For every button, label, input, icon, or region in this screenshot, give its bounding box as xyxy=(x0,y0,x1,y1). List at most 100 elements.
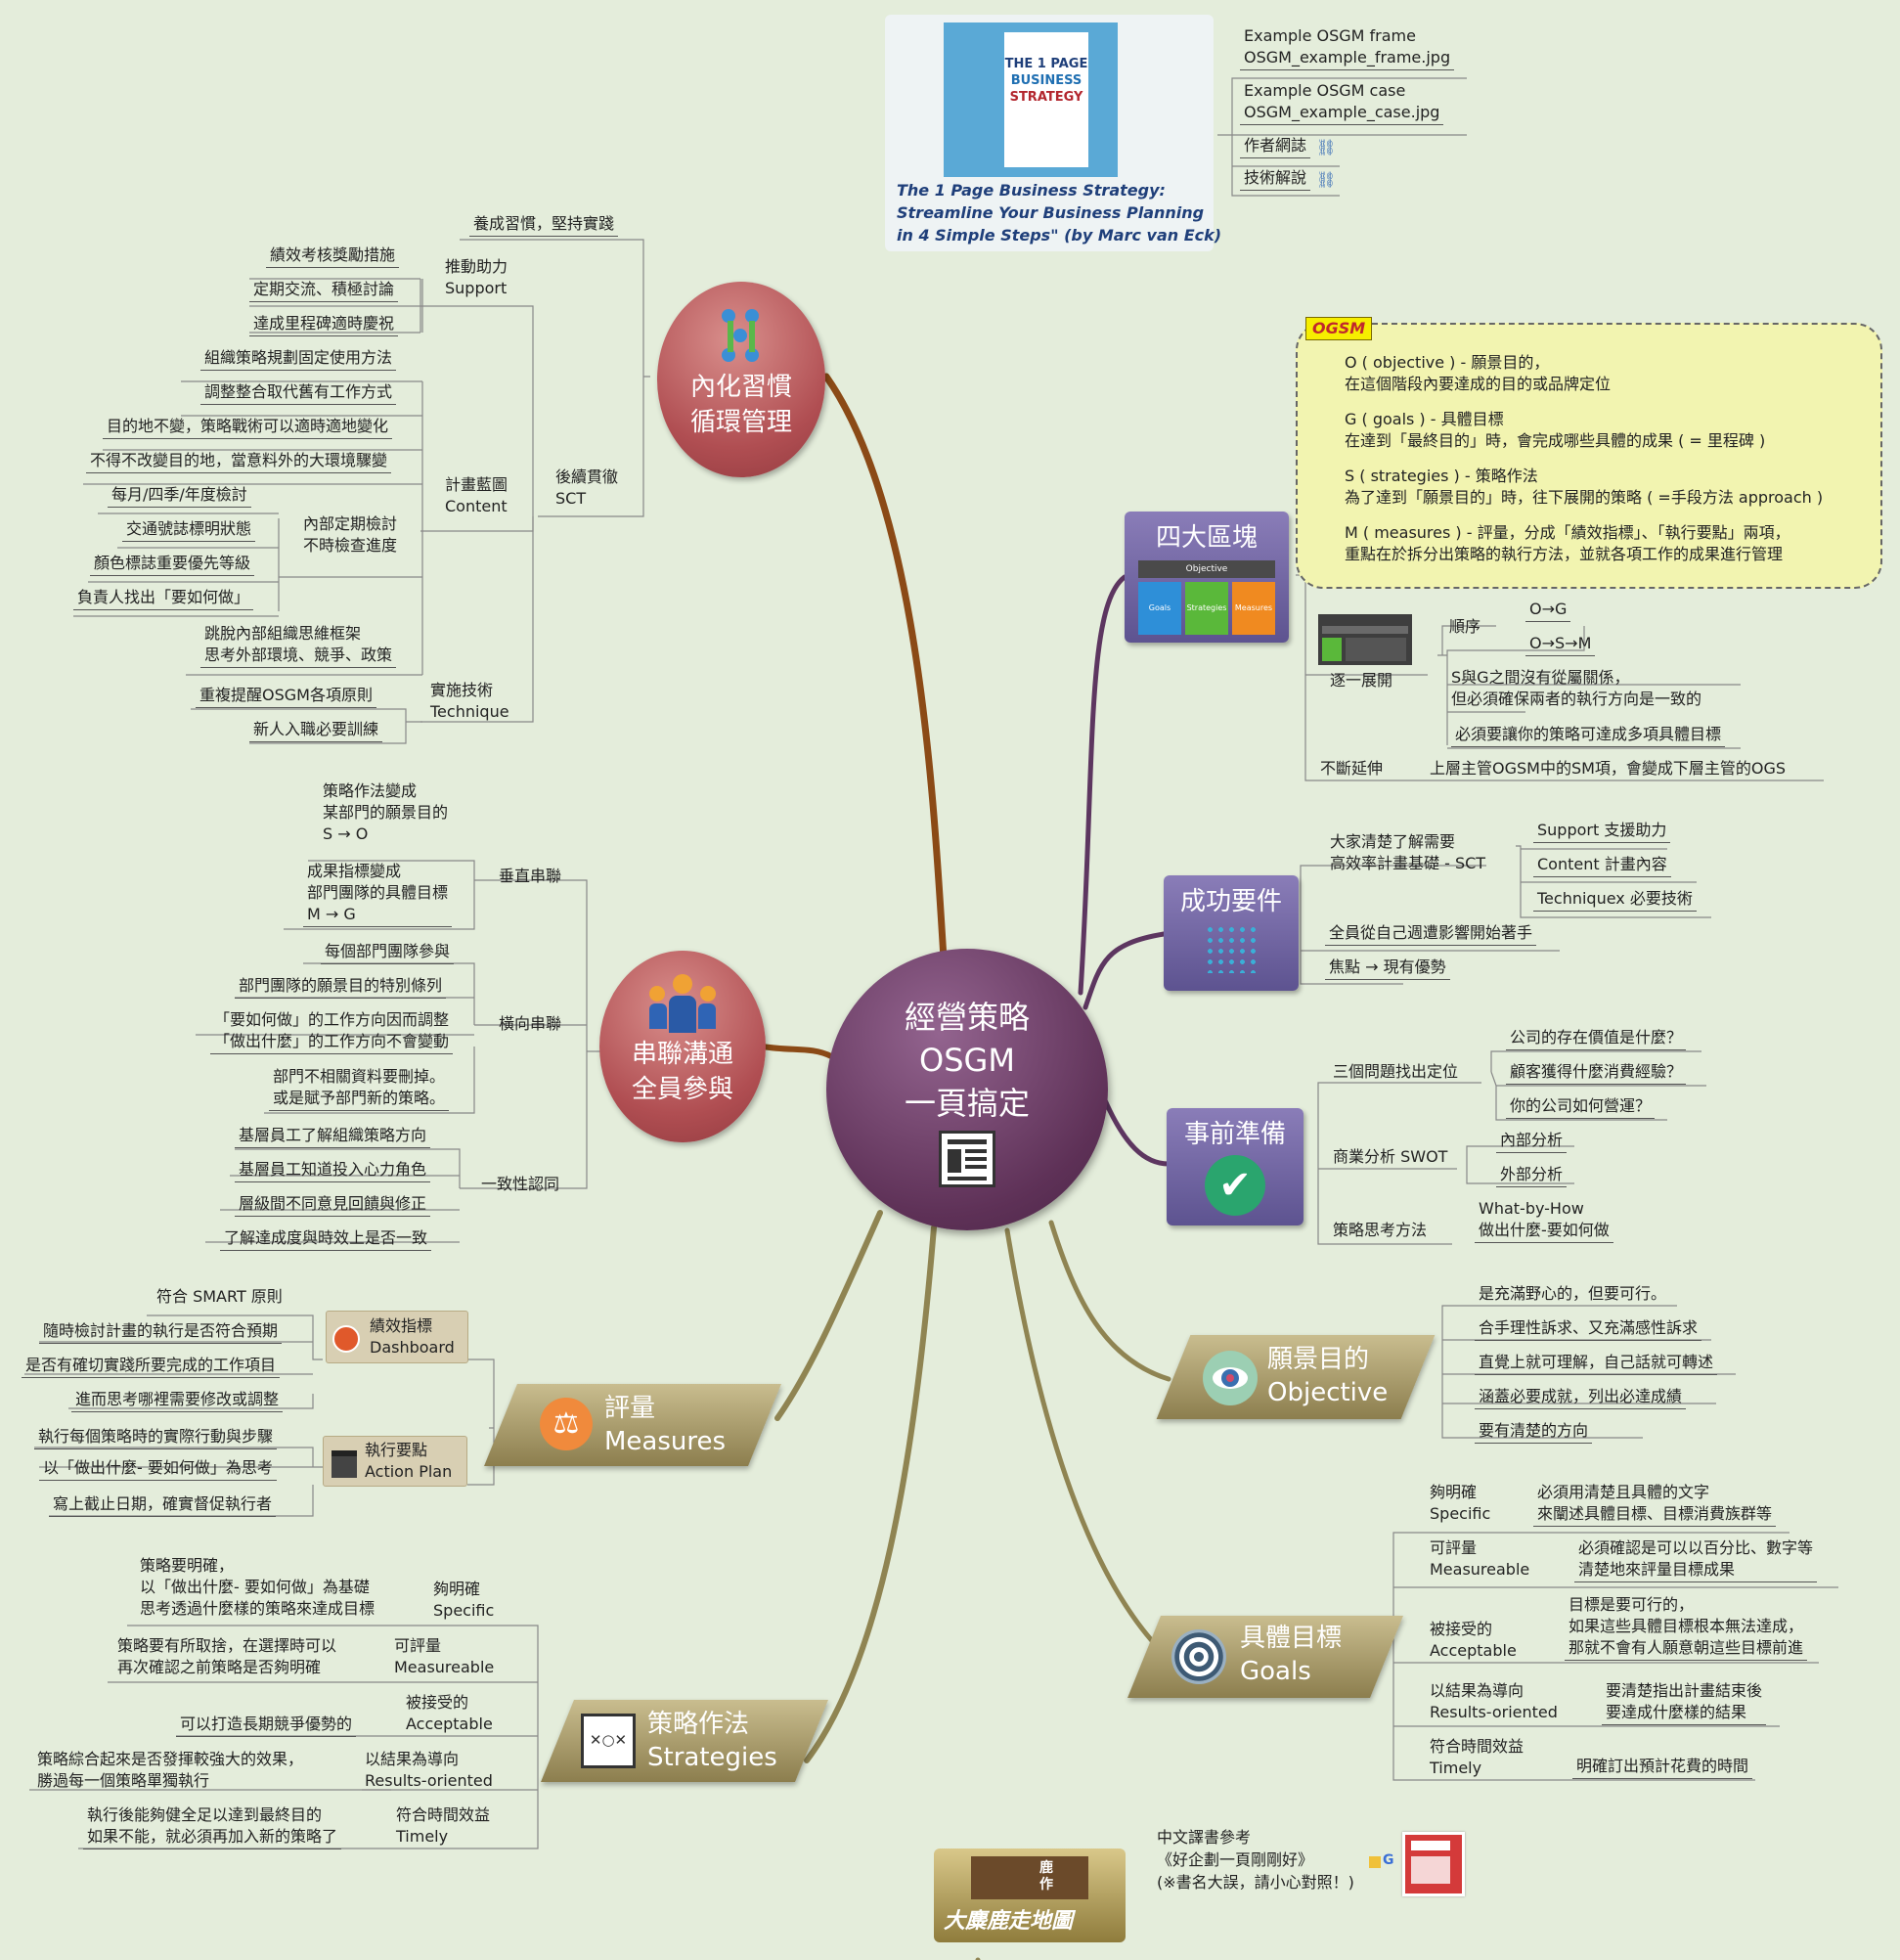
habit-sct[interactable]: 後續貫徹 SCT xyxy=(555,468,619,508)
list-item[interactable]: 不得不改變目的地，當意料外的大環境驟變 xyxy=(86,450,392,473)
link-technical-notes[interactable]: 技術解說 xyxy=(1240,167,1311,191)
list-item[interactable]: 涵蓋必要成就，列出必達成績 xyxy=(1475,1386,1687,1409)
goal-value[interactable]: 明確訂出預計花費的時間 xyxy=(1572,1756,1753,1779)
list-item[interactable]: 組織策略規劃固定使用方法 xyxy=(200,347,397,371)
goal-key[interactable]: 可評量 Measureable xyxy=(1430,1538,1530,1579)
comm-consensus[interactable]: 一致性認同 xyxy=(481,1175,560,1193)
goal-value[interactable]: 目標是要可行的， 如果這些具體目標根本無法達成， 那就不會有人願意朝這些目標前進 xyxy=(1565,1594,1808,1661)
strategy-value[interactable]: 策略綜合起來是否發揮較強大的效果， 勝過每一個策略單獨執行 xyxy=(37,1750,304,1790)
habit-support[interactable]: 推動助力 Support xyxy=(445,257,508,297)
list-item[interactable]: 隨時檢討計畫的執行是否符合預期 xyxy=(39,1320,283,1344)
dashboard-badge[interactable]: 績效指標 Dashboard xyxy=(326,1311,468,1363)
list-item[interactable]: 進而思考哪裡需要修改或調整 xyxy=(71,1389,284,1412)
list-item[interactable]: 以「做出什麼- 要如何做」為思考 xyxy=(39,1457,277,1481)
topic-four-blocks[interactable]: 四大區塊 Objective Goals Strategies Measures xyxy=(1125,512,1289,643)
order-item[interactable]: O→G xyxy=(1525,599,1571,622)
list-item[interactable]: 合手理性訴求、又充滿感性訴求 xyxy=(1475,1317,1702,1341)
link-example-frame[interactable]: Example OSGM frame OSGM_example_frame.jp… xyxy=(1240,25,1455,70)
habit-content[interactable]: 計畫藍圖 Content xyxy=(445,475,508,515)
think-text[interactable]: What-by-How 做出什麼-要如何做 xyxy=(1475,1198,1613,1243)
strategy-value[interactable]: 策略要明確， 以「做出什麼- 要如何做」為基礎 思考透過什麼樣的策略來達成目標 xyxy=(140,1556,376,1618)
list-item[interactable]: 每個部門團隊參與 xyxy=(321,941,455,964)
strategy-value[interactable]: 執行後能夠健全足以達到最終目的 如果不能，就必須再加入新的策略了 xyxy=(83,1804,342,1849)
brand-badge[interactable]: 鹿 作 大麋鹿走地圖 xyxy=(934,1849,1126,1942)
comm-vertical[interactable]: 垂直串聯 xyxy=(499,867,562,885)
list-item[interactable]: 部門不相關資料要刪掉。 或是賦予部門新的策略。 xyxy=(269,1066,450,1111)
goal-value[interactable]: 要清楚指出計畫結束後 要達成什麼樣的結果 xyxy=(1602,1680,1767,1725)
ogsm-item[interactable]: M ( measures ) - 評量，分成「績效指標」、「執行要點」兩項， 重… xyxy=(1345,523,1790,563)
goal-key[interactable]: 被接受的 Acceptable xyxy=(1430,1620,1517,1660)
list-item[interactable]: 達成里程碑適時慶祝 xyxy=(249,313,399,336)
question-item[interactable]: 你的公司如何營運？ xyxy=(1506,1095,1656,1119)
list-item[interactable]: 部門團隊的願景目的特別條列 xyxy=(235,975,447,999)
list-item[interactable]: 顏色標誌重要優先等級 xyxy=(90,553,255,576)
ogsm-item[interactable]: S ( strategies ) - 策略作法 為了達到「願景目的」時，往下展開… xyxy=(1345,467,1824,507)
hyperlink-icon[interactable]: ⛓ xyxy=(1316,170,1337,189)
question-item[interactable]: 公司的存在價值是什麼？ xyxy=(1506,1027,1687,1050)
ogsm-item[interactable]: O ( objective ) - 願景目的， 在這個階段內要達成的目的或品牌定… xyxy=(1345,353,1612,393)
topic-goals[interactable]: 具體目標 Goals xyxy=(1127,1616,1403,1698)
topic-preparation[interactable]: 事前準備 ✔ xyxy=(1167,1108,1303,1225)
unfold-note[interactable]: S與G之間沒有從屬關係， 但必須確保兩者的執行方向是一致的 xyxy=(1451,668,1702,708)
swot-item[interactable]: 外部分析 xyxy=(1496,1164,1568,1187)
book-reference-card[interactable]: THE 1 PAGE BUSINESS STRATEGY The 1 Page … xyxy=(885,15,1221,251)
list-item[interactable]: 調整整合取代舊有工作方式 xyxy=(200,381,397,405)
list-item[interactable]: 負責人找出「要如何做」 xyxy=(73,587,254,610)
prep-swot[interactable]: 商業分析 SWOT xyxy=(1333,1147,1448,1166)
list-item[interactable]: 符合 SMART 原則 xyxy=(156,1287,283,1306)
list-item[interactable]: 跳脫內部組織思維框架 思考外部環境、競爭、政策 xyxy=(200,623,397,668)
prep-think[interactable]: 策略思考方法 xyxy=(1333,1221,1428,1239)
hyperlink-icon[interactable]: ⛓ xyxy=(1316,138,1337,156)
list-item[interactable]: 層級間不同意見回饋與修正 xyxy=(235,1193,431,1217)
habit-practice[interactable]: 養成習慣，堅持實踐 xyxy=(469,213,619,237)
list-item[interactable]: 「要如何做」的工作方向因而調整 「做出什麼」的工作方向不會變動 xyxy=(210,1009,454,1054)
strategy-key[interactable]: 以結果為導向 Results-oriented xyxy=(365,1750,493,1790)
list-item[interactable]: 每月/四季/年度檢討 xyxy=(108,484,251,508)
success-all[interactable]: 全員從自己週遭影響開始著手 xyxy=(1325,922,1537,946)
topic-communication[interactable]: 串聯溝通 全員參與 xyxy=(599,951,766,1142)
prep-three[interactable]: 三個問題找出定位 xyxy=(1333,1062,1459,1081)
topic-habit[interactable]: 內化習慣 循環管理 xyxy=(657,282,825,477)
comm-horizontal[interactable]: 橫向串聯 xyxy=(499,1014,562,1033)
strategy-value[interactable]: 可以打造長期競爭優勢的 xyxy=(176,1714,357,1737)
habit-check[interactable]: 內部定期檢討 不時檢查進度 xyxy=(303,514,398,555)
topic-measures[interactable]: ⚖ 評量 Measures xyxy=(484,1384,781,1466)
topic-success[interactable]: 成功要件 xyxy=(1164,875,1299,991)
list-item[interactable]: 目的地不變，策略戰術可以適時適地變化 xyxy=(103,416,393,439)
success-base[interactable]: 大家清楚了解需要 高效率計畫基礎 - SCT xyxy=(1330,832,1486,872)
list-item[interactable]: 交通號誌標明狀態 xyxy=(122,518,256,542)
action-plan-badge[interactable]: 執行要點 Action Plan xyxy=(323,1436,467,1487)
list-item[interactable]: 重複提醒OSGM各項原則 xyxy=(196,685,376,708)
link-author-blog[interactable]: 作者網誌 xyxy=(1240,135,1311,158)
google-icon[interactable]: G xyxy=(1383,1852,1394,1868)
goal-value[interactable]: 必須用清楚且具體的文字 來闡述具體目標、目標消費族群等 xyxy=(1533,1482,1777,1527)
sct-item[interactable]: Techniquex 必要技術 xyxy=(1533,888,1697,912)
central-topic[interactable]: 經營策略 OSGM 一頁搞定 xyxy=(826,949,1108,1230)
strategy-value[interactable]: 策略要有所取捨，在選擇時可以 再次確認之前策略是否夠明確 xyxy=(117,1636,337,1676)
list-item[interactable]: 了解達成度與時效上是否一致 xyxy=(220,1227,432,1251)
list-item[interactable]: 基層員工知道投入心力角色 xyxy=(235,1159,431,1182)
unfold-order[interactable]: 順序 xyxy=(1449,617,1481,636)
list-item[interactable]: 基層員工了解組織策略方向 xyxy=(235,1125,431,1148)
goal-key[interactable]: 符合時間效益 Timely xyxy=(1430,1737,1524,1777)
sct-item[interactable]: Support 支援助力 xyxy=(1533,820,1671,843)
order-item[interactable]: O→S→M xyxy=(1525,633,1596,656)
list-item[interactable]: 策略作法變成 某部門的願景目的 S → O xyxy=(323,781,449,843)
list-item[interactable]: 寫上截止日期，確實督促執行者 xyxy=(49,1493,277,1517)
list-item[interactable]: 績效考核獎勵措施 xyxy=(266,245,400,268)
goal-value[interactable]: 必須確認是可以以百分比、數字等 清楚地來評量目標成果 xyxy=(1574,1537,1818,1582)
extend-label[interactable]: 不斷延伸 xyxy=(1320,759,1384,778)
ogsm-item[interactable]: G ( goals ) - 具體目標 在達到「最終目的」時，會完成哪些具體的成果… xyxy=(1345,410,1766,450)
swot-item[interactable]: 內部分析 xyxy=(1496,1130,1568,1153)
link-example-case[interactable]: Example OSGM case OSGM_example_case.jpg xyxy=(1240,80,1444,125)
topic-strategies[interactable]: ✕○✕ 策略作法 Strategies xyxy=(541,1700,828,1782)
strategy-key[interactable]: 符合時間效益 Timely xyxy=(396,1805,491,1846)
habit-technique[interactable]: 實施技術 Technique xyxy=(430,681,509,721)
list-item[interactable]: 是充滿野心的，但要可行。 xyxy=(1479,1284,1667,1303)
question-item[interactable]: 顧客獲得什麼消費經驗？ xyxy=(1506,1061,1687,1085)
goal-key[interactable]: 夠明確 Specific xyxy=(1430,1483,1491,1523)
unfold-note[interactable]: 必須要讓你的策略可達成多項具體目標 xyxy=(1451,724,1726,747)
strategy-key[interactable]: 被接受的 Acceptable xyxy=(406,1693,493,1733)
list-item[interactable]: 新人入職必要訓練 xyxy=(249,719,383,742)
topic-objective[interactable]: 願景目的 Objective xyxy=(1156,1335,1436,1419)
